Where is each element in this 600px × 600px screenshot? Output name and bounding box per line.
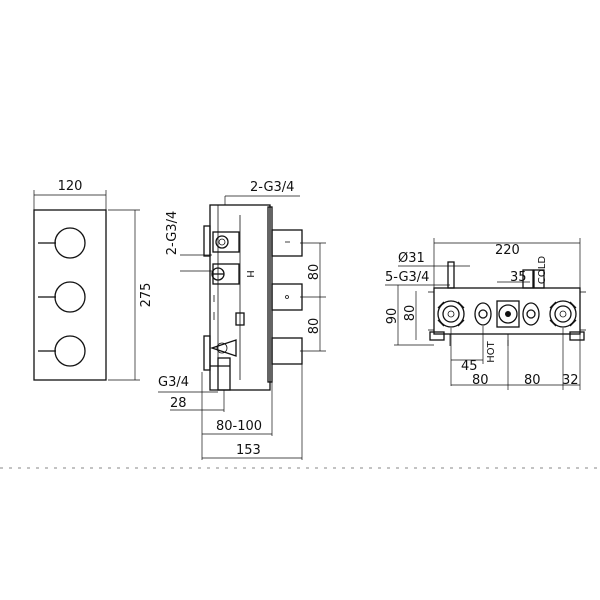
- front-knob-bottom: [38, 335, 86, 367]
- side-depth-range-label: 80-100: [216, 419, 262, 434]
- side-outlet-label: 2-G3/4: [250, 180, 294, 195]
- back-port-hot: [474, 302, 492, 326]
- front-view: 120 275: [33, 179, 154, 381]
- back-view: 220 Ø31 5-G3/4 35 COLD HOT 90 80 45 80 8…: [385, 238, 586, 390]
- back-port-left: [437, 300, 465, 328]
- side-depth-28-label: 28: [170, 396, 187, 411]
- side-depth-total-label: 153: [236, 443, 261, 458]
- side-spindle-bottom: [271, 337, 303, 365]
- back-cold-label: COLD: [537, 256, 548, 284]
- back-spacing-80-left-label: 80: [472, 373, 489, 388]
- side-spindle-top: [271, 229, 303, 257]
- side-bottom-pipe: [217, 357, 231, 391]
- front-knob-middle: [38, 281, 86, 313]
- front-height-label: 275: [139, 283, 154, 308]
- back-spacing-80-right-label: 80: [524, 373, 541, 388]
- side-inlet-label: 2-G3/4: [165, 211, 180, 255]
- side-inlet-top: [212, 231, 240, 253]
- back-hot-label: HOT: [486, 340, 497, 362]
- side-inlet-bottom-label: G3/4: [158, 375, 189, 390]
- back-offset-32-label: 32: [562, 373, 579, 388]
- front-width-label: 120: [58, 179, 83, 194]
- front-knob-top: [38, 227, 86, 259]
- side-view: H 2-G3/4 2-G3/4: [158, 180, 326, 460]
- back-port-right: [549, 300, 577, 328]
- side-hot-marker: H: [244, 270, 255, 278]
- back-ports-label: 5-G3/4: [385, 270, 429, 285]
- back-offset-45-label: 45: [461, 359, 478, 374]
- back-port-center: [496, 300, 520, 328]
- back-port-cold: [522, 302, 540, 326]
- back-spacing-35-label: 35: [510, 270, 527, 285]
- back-diameter-label: Ø31: [398, 251, 425, 266]
- side-outlet-lower: [209, 339, 237, 357]
- side-spindle-middle: [271, 283, 303, 311]
- back-height-90-label: 90: [385, 308, 400, 325]
- back-width-label: 220: [495, 243, 520, 258]
- front-faceplate: [33, 209, 107, 381]
- back-mounting-bar: [433, 287, 581, 335]
- side-body: [209, 204, 271, 391]
- side-spacing-bottom-label: 80: [307, 318, 322, 335]
- back-height-80-label: 80: [403, 305, 418, 322]
- side-spacing-top-label: 80: [307, 264, 322, 281]
